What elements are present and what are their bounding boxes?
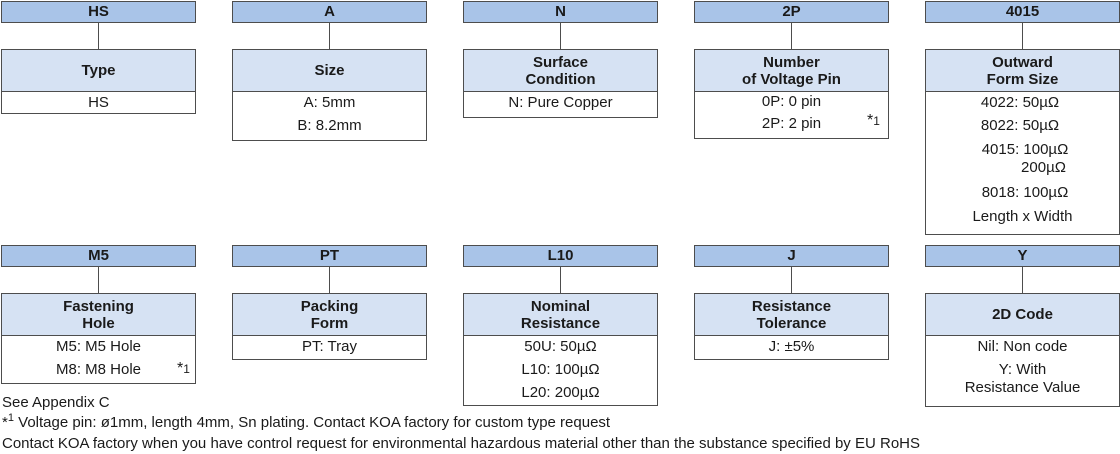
value-item: B: 8.2mm <box>297 117 362 134</box>
value-item: 200µΩ <box>1021 159 1066 176</box>
footnote-text: Voltage pin: ø1mm, length 4mm, Sn platin… <box>13 414 611 431</box>
connector-line <box>98 23 99 49</box>
values-size: A: 5mm B: 8.2mm <box>232 92 427 141</box>
value-item: L20: 200µΩ <box>521 384 600 401</box>
heading-packing-form: Packing Form <box>232 293 427 336</box>
connector-line <box>329 267 330 293</box>
values-surface-condition: N: Pure Copper <box>463 92 658 118</box>
values-type: HS <box>1 92 196 114</box>
heading-2d-code: 2D Code <box>925 293 1120 336</box>
footnote-number: 1 <box>7 412 14 424</box>
code-resistance-tolerance: J <box>694 245 889 267</box>
code-size: A <box>232 1 427 23</box>
values-voltage-pin: 0P: 0 pin 2P: 2 pin *1 <box>694 92 889 139</box>
heading-fastening-hole: Fastening Hole <box>1 293 196 336</box>
heading-surface-condition: Surface Condition <box>463 49 658 92</box>
footnote-marker: *1 <box>177 360 190 377</box>
heading-size: Size <box>232 49 427 92</box>
value-item: PT: Tray <box>301 338 357 355</box>
value-item: HS <box>88 94 109 111</box>
value-item: J: ±5% <box>768 338 815 355</box>
values-packing-form: PT: Tray <box>232 336 427 360</box>
value-item: Nil: Non code <box>977 338 1068 355</box>
connector-line <box>1022 267 1023 293</box>
heading-type: Type <box>1 49 196 92</box>
code-voltage-pin: 2P <box>694 1 889 23</box>
value-item: M5: M5 Hole <box>55 338 142 355</box>
value-item: 8022: 50µΩ <box>980 117 1060 134</box>
footnote-star: * <box>2 414 8 431</box>
value-item: 50U: 50µΩ <box>524 338 597 355</box>
values-fastening-hole: M5: M5 Hole M8: M8 Hole *1 <box>1 336 196 384</box>
values-nominal-resistance: 50U: 50µΩ L10: 100µΩ L20: 200µΩ <box>463 336 658 406</box>
heading-voltage-pin: Number of Voltage Pin <box>694 49 889 92</box>
value-item: 2P: 2 pin <box>761 115 822 132</box>
code-surface-condition: N <box>463 1 658 23</box>
footnote-marker: *1 <box>867 112 880 129</box>
connector-line <box>1022 23 1023 49</box>
connector-line <box>560 267 561 293</box>
voltage-pin-footnote: *1 Voltage pin: ø1mm, length 4mm, Sn pla… <box>2 412 611 432</box>
rohs-note: Contact KOA factory when you have contro… <box>2 435 920 452</box>
heading-resistance-tolerance: Resistance Tolerance <box>694 293 889 336</box>
connector-line <box>791 267 792 293</box>
value-item: Length x Width <box>972 208 1073 225</box>
value-item: M8: M8 Hole <box>55 361 142 378</box>
connector-line <box>791 23 792 49</box>
value-item: 8018: 100µΩ <box>981 184 1069 201</box>
value-item: Resistance Value <box>964 379 1081 396</box>
values-resistance-tolerance: J: ±5% <box>694 336 889 360</box>
value-item: A: 5mm <box>303 94 356 111</box>
heading-outward-form-size: Outward Form Size <box>925 49 1120 92</box>
values-2d-code: Nil: Non code Y: With Resistance Value <box>925 336 1120 407</box>
connector-line <box>98 267 99 293</box>
code-2d-code: Y <box>925 245 1120 267</box>
value-item: Y: With <box>998 361 1047 378</box>
code-nominal-resistance: L10 <box>463 245 658 267</box>
heading-nominal-resistance: Nominal Resistance <box>463 293 658 336</box>
value-item: N: Pure Copper <box>508 94 613 111</box>
connector-line <box>560 23 561 49</box>
connector-line <box>329 23 330 49</box>
values-outward-form-size: 4022: 50µΩ 8022: 50µΩ 4015: 100µΩ 200µΩ … <box>925 92 1120 235</box>
value-item: 4022: 50µΩ <box>980 94 1060 111</box>
code-outward-form-size: 4015 <box>925 1 1120 23</box>
value-item: 4015: 100µΩ <box>981 141 1069 158</box>
code-packing-form: PT <box>232 245 427 267</box>
appendix-note: See Appendix C <box>2 394 110 411</box>
value-item: L10: 100µΩ <box>521 361 600 378</box>
value-item: 0P: 0 pin <box>761 93 822 110</box>
code-fastening-hole: M5 <box>1 245 196 267</box>
code-type: HS <box>1 1 196 23</box>
